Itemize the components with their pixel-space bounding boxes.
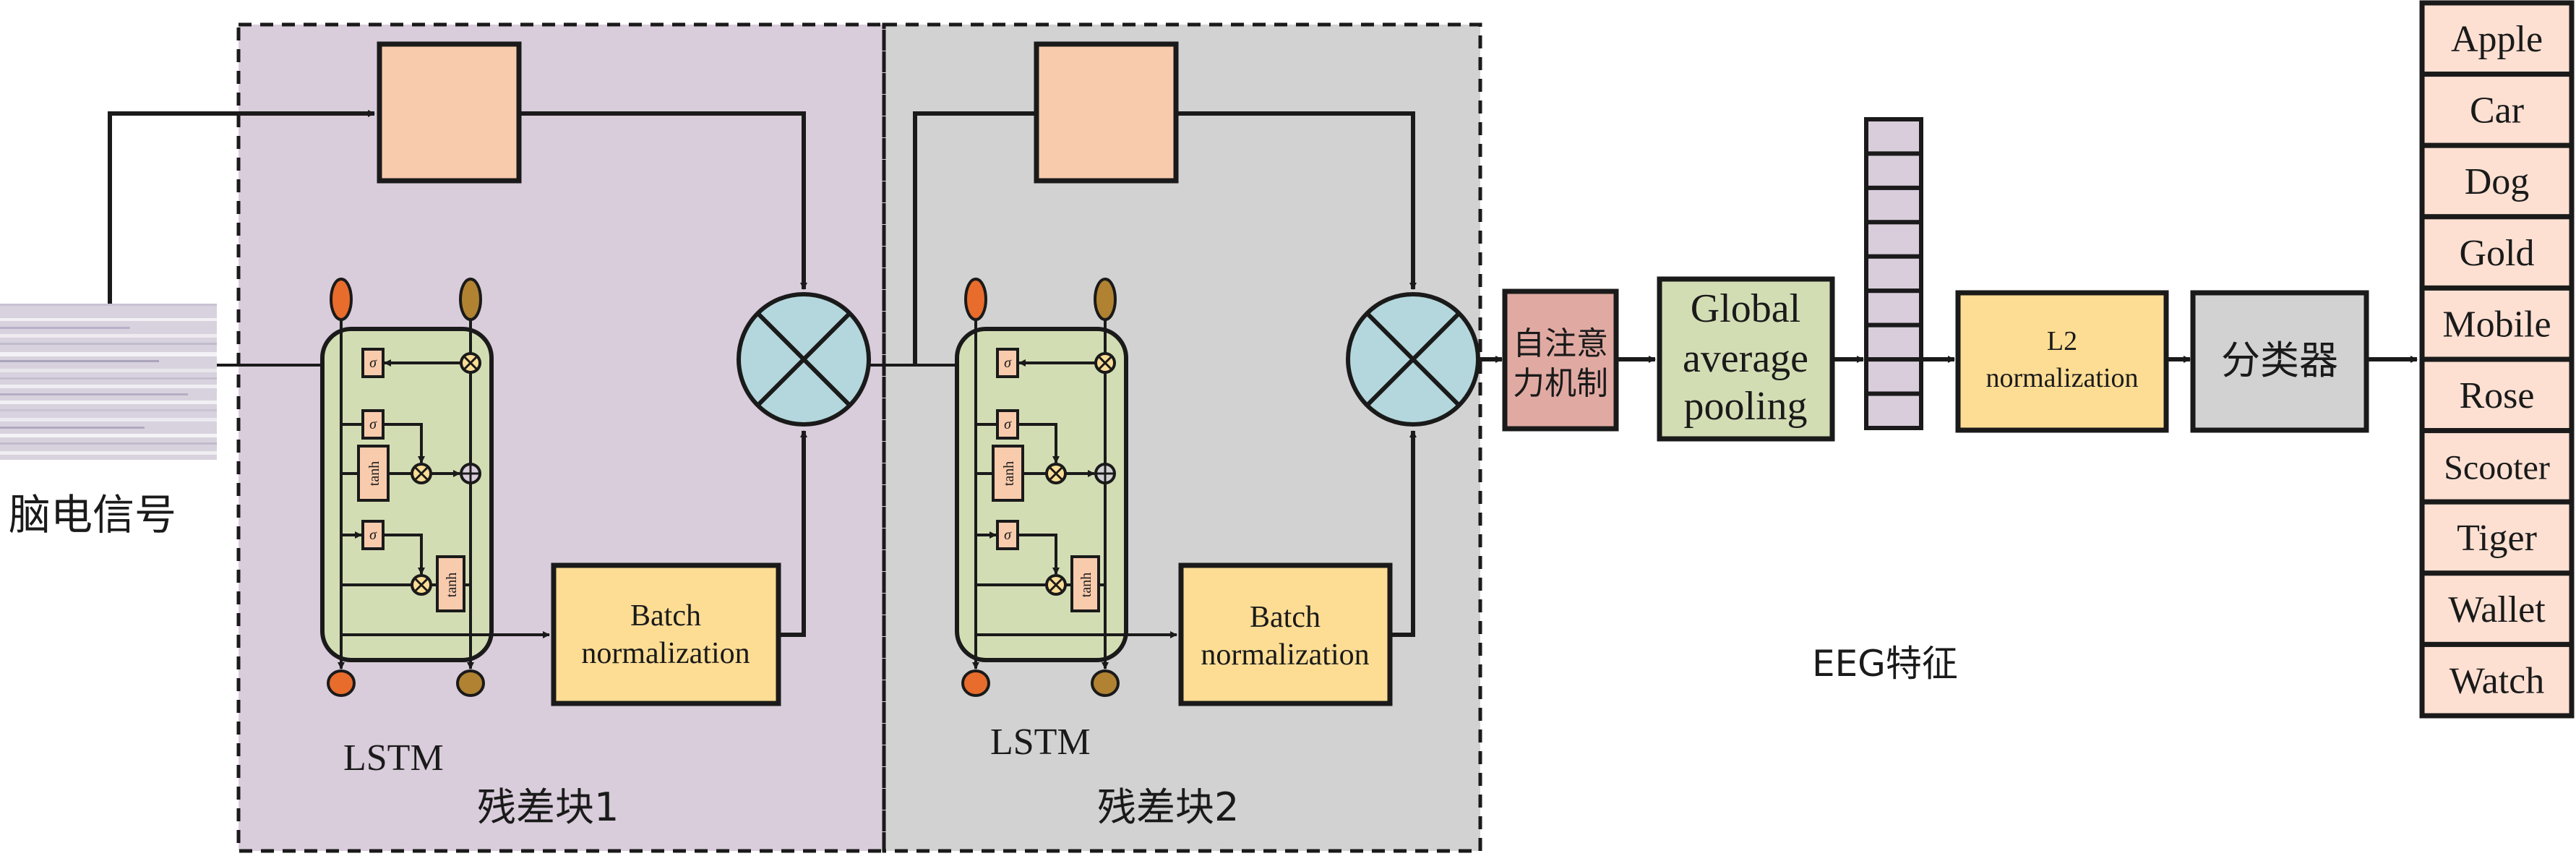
lstm-label-1: LSTM bbox=[343, 737, 444, 779]
cell-state-input-port bbox=[1094, 278, 1117, 321]
block-2-title: 残差块2 bbox=[1097, 784, 1239, 830]
class-label: Mobile bbox=[2442, 304, 2551, 345]
l2-normalization-box bbox=[1955, 290, 2169, 433]
hidden-state-output-port bbox=[327, 669, 356, 697]
lstm-cell-2: σ σ tanh σ tanh bbox=[955, 278, 1128, 697]
class-item: Rose bbox=[2419, 356, 2575, 434]
eeg-feature-label: EEG特征 bbox=[1812, 643, 1958, 685]
sigma-label: σ bbox=[1004, 416, 1012, 432]
bn-to-multiply-2 bbox=[1390, 430, 1417, 637]
lstm-label-2: LSTM bbox=[990, 722, 1091, 763]
skip-box-2 bbox=[1034, 41, 1179, 184]
class-label: Car bbox=[2470, 90, 2524, 132]
class-item: Scooter bbox=[2419, 428, 2575, 505]
block-1-title: 残差块1 bbox=[477, 784, 619, 830]
cell-state-output-port bbox=[456, 669, 485, 697]
batch-norm-box-1 bbox=[551, 562, 781, 706]
class-label: Gold bbox=[2460, 233, 2535, 274]
feature-cell bbox=[1864, 117, 1923, 156]
class-labels: AppleCarDogGoldMobileRoseScooterTigerWal… bbox=[2419, 0, 2575, 719]
class-cell bbox=[2419, 356, 2575, 434]
class-label: Watch bbox=[2450, 660, 2545, 701]
cell-state-output-port bbox=[1091, 669, 1120, 697]
tanh-label: tanh bbox=[1078, 573, 1094, 597]
feature-cell bbox=[1864, 357, 1923, 396]
skip-box-1 bbox=[377, 41, 522, 184]
class-label: Scooter bbox=[2444, 449, 2550, 487]
skip-connection-2 bbox=[913, 111, 1036, 365]
batch-norm-label-2b: normalization bbox=[1201, 638, 1369, 672]
batch-norm-box-2 bbox=[1178, 562, 1393, 706]
cell-state-input-port bbox=[459, 278, 482, 321]
sigma-label: σ bbox=[1004, 355, 1012, 371]
class-cell bbox=[2419, 428, 2575, 505]
class-label: Wallet bbox=[2448, 589, 2546, 630]
sigma-label: σ bbox=[369, 416, 377, 432]
class-cell bbox=[2419, 570, 2575, 647]
feature-cell bbox=[1864, 322, 1923, 362]
l2-label-2: normalization bbox=[1985, 363, 2138, 393]
hidden-state-input-port bbox=[330, 278, 353, 321]
bn-to-multiply-1 bbox=[778, 430, 807, 637]
self-attention-label-1: 自注意 bbox=[1513, 325, 1608, 362]
tanh-label: tanh bbox=[1001, 461, 1017, 486]
lstm-cell-1: σ σ tanh σ tanh bbox=[320, 278, 494, 697]
class-item: Car bbox=[2419, 72, 2575, 148]
feature-cell bbox=[1864, 288, 1923, 328]
class-item: Gold bbox=[2419, 214, 2575, 291]
class-item: Tiger bbox=[2419, 499, 2575, 576]
tanh-label: tanh bbox=[444, 573, 460, 597]
class-item: Wallet bbox=[2419, 570, 2575, 647]
class-item: Watch bbox=[2419, 641, 2575, 719]
batch-norm-label-2a: Batch bbox=[1250, 601, 1321, 634]
global-average-pooling-box bbox=[1657, 276, 1835, 442]
sigma-label: σ bbox=[1004, 527, 1012, 543]
multiply-node-1 bbox=[737, 292, 871, 427]
l2-label-1: L2 bbox=[2047, 326, 2077, 356]
class-label: Rose bbox=[2460, 375, 2535, 416]
self-attention-box bbox=[1502, 288, 1619, 432]
class-cell bbox=[2419, 285, 2575, 362]
gap-label-1: Global bbox=[1691, 286, 1800, 331]
hidden-state-input-port bbox=[964, 278, 987, 321]
eeg-signal-image bbox=[0, 304, 217, 460]
feature-cell bbox=[1864, 185, 1923, 225]
skip-connection-1 bbox=[108, 110, 375, 304]
class-item: Apple bbox=[2419, 0, 2575, 77]
hidden-state-output-port bbox=[961, 669, 990, 697]
classifier-label: 分类器 bbox=[2221, 338, 2338, 383]
feature-cell bbox=[1864, 254, 1923, 294]
self-attention-label-2: 力机制 bbox=[1513, 365, 1608, 402]
sigma-label: σ bbox=[369, 355, 377, 371]
gap-label-3: pooling bbox=[1683, 384, 1807, 429]
residual-block-2-border bbox=[882, 22, 1482, 853]
tanh-label: tanh bbox=[366, 461, 382, 486]
gap-label-2: average bbox=[1683, 336, 1808, 381]
class-cell bbox=[2419, 641, 2575, 719]
class-label: Tiger bbox=[2457, 518, 2537, 559]
feature-cell bbox=[1864, 220, 1923, 259]
multiply-node-2 bbox=[1346, 292, 1480, 427]
batch-norm-label-1b: normalization bbox=[581, 637, 750, 670]
feature-cell bbox=[1864, 391, 1923, 430]
class-label: Apple bbox=[2451, 19, 2543, 60]
skip-path-1 bbox=[519, 111, 807, 290]
class-item: Dog bbox=[2419, 142, 2575, 220]
batch-norm-label-1a: Batch bbox=[630, 599, 701, 633]
class-item: Mobile bbox=[2419, 285, 2575, 362]
input-label: 脑电信号 bbox=[9, 490, 176, 539]
skip-path-2 bbox=[1176, 111, 1417, 290]
class-label: Dog bbox=[2465, 161, 2530, 202]
feature-cell bbox=[1864, 151, 1923, 190]
eeg-feature-vector bbox=[1864, 117, 1923, 430]
sigma-label: σ bbox=[369, 527, 377, 543]
